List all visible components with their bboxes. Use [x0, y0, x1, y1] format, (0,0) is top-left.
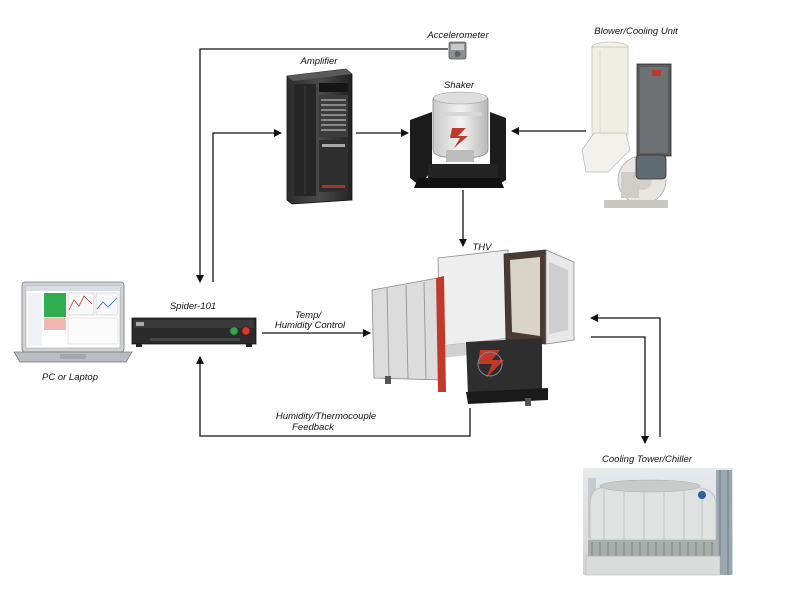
thv-feedback-line [196, 356, 471, 437]
blower-cooling-unit-icon [581, 41, 672, 208]
shaker-label: Shaker [444, 80, 475, 91]
thv-chamber-icon [371, 249, 575, 406]
laptop-icon [13, 281, 133, 363]
accelerometer-label: Accelerometer [426, 30, 489, 41]
temp-control-label-line2: Humidity Control [275, 320, 346, 331]
accelerometer-icon [448, 41, 467, 60]
pc-label: PC or Laptop [42, 372, 98, 383]
amplifier-rack-icon [286, 68, 353, 205]
spider-101-device-icon [131, 317, 257, 347]
feedback-label-line1: Humidity/Thermocouple [276, 411, 376, 422]
cooling-tower-to-thv-line [590, 314, 661, 437]
amplifier-label: Amplifier [300, 56, 339, 67]
cooling-tower-icon [583, 468, 733, 576]
thv-label: THV [473, 242, 494, 253]
connections [196, 48, 661, 444]
spider-to-amplifier-line [212, 129, 282, 282]
feedback-label-line2: Feedback [292, 422, 335, 433]
temp-control-label-line1: Temp/ [295, 310, 322, 321]
accelerometer-to-spider-line [196, 48, 448, 283]
cooling-tower-label: Cooling Tower/Chiller [602, 454, 693, 465]
spider-label: Spider-101 [170, 301, 216, 312]
blower-label: Blower/Cooling Unit [594, 26, 678, 37]
thv-to-cooling-tower-line [591, 336, 649, 444]
shaker-icon [410, 91, 506, 188]
